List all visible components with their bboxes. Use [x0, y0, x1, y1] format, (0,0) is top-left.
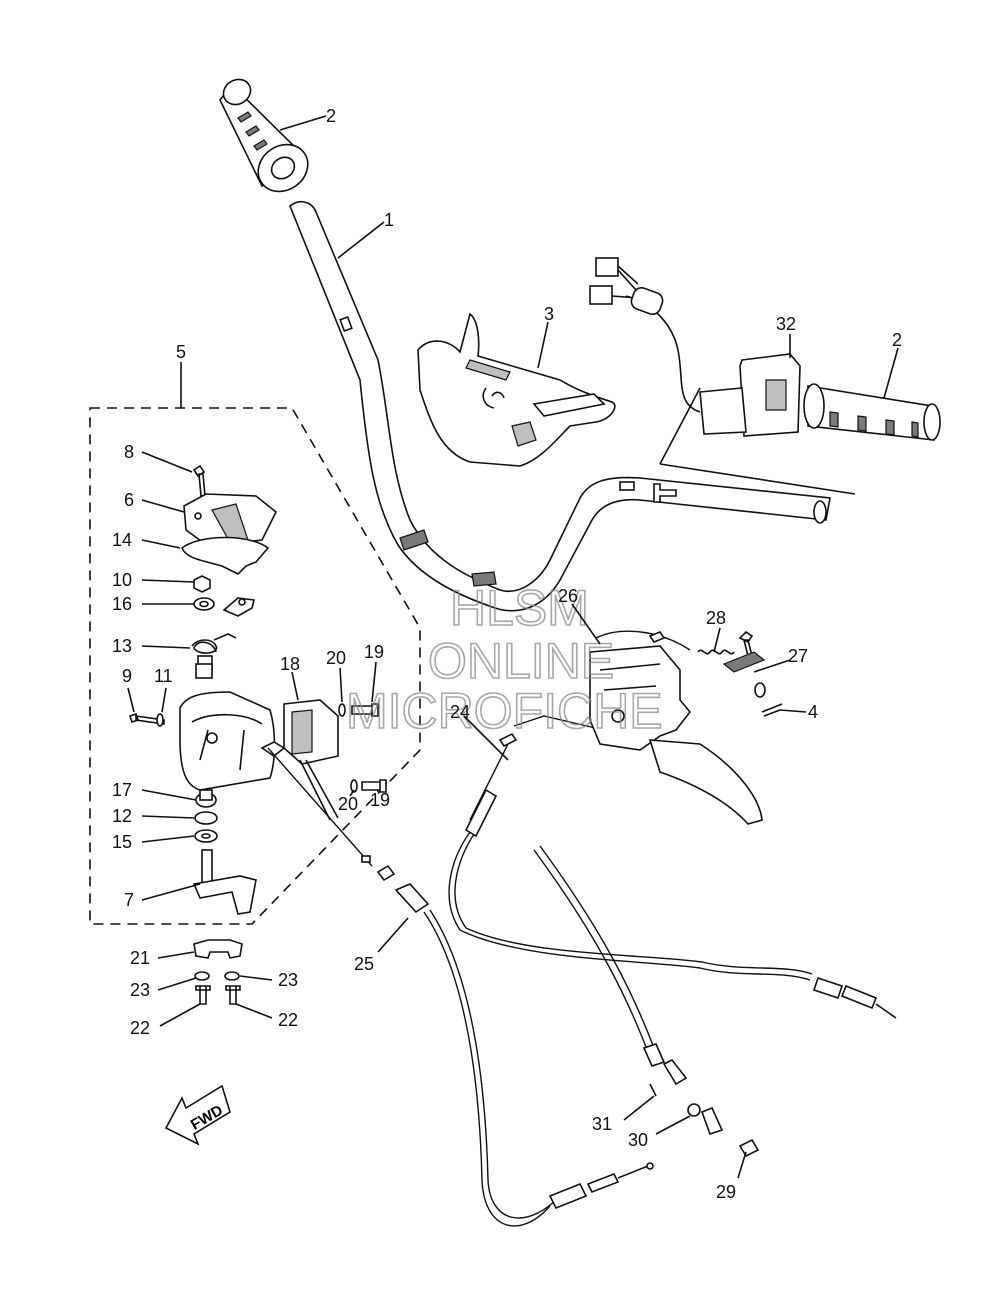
callout-21: 21 [130, 948, 150, 968]
callout-23-left: 23 [130, 980, 150, 1000]
callout-15: 15 [112, 832, 132, 852]
callout-numbers: 2 1 3 32 2 5 8 6 14 10 16 13 9 11 18 20 … [112, 106, 902, 1202]
callout-32-switch: 32 [776, 314, 796, 334]
watermark-line-3: MICROFICHE [346, 683, 663, 739]
callout-31: 31 [592, 1114, 612, 1134]
throttle-cable [267, 747, 654, 1227]
callout-19-bottom: 19 [370, 790, 390, 810]
callout-9: 9 [122, 666, 132, 686]
callout-14: 14 [112, 530, 132, 550]
callout-24: 24 [450, 702, 470, 722]
callout-2-right-grip: 2 [892, 330, 902, 350]
cover [417, 312, 616, 467]
left-grip [219, 78, 309, 193]
callout-17: 17 [112, 780, 132, 800]
assembly-boundary [89, 407, 421, 925]
callout-30: 30 [628, 1130, 648, 1150]
callout-3-cover: 3 [544, 304, 554, 324]
callout-2-left-grip: 2 [326, 106, 336, 126]
watermark-line-1: HLSM [450, 580, 589, 636]
forward-arrow-icon: FWD [164, 1084, 231, 1146]
clamp-parts [193, 939, 243, 1005]
callout-13: 13 [112, 636, 132, 656]
callout-29: 29 [716, 1182, 736, 1202]
callout-4: 4 [808, 702, 818, 722]
watermark: HLSM ONLINE MICROFICHE [345, 579, 663, 740]
callout-19-top: 19 [364, 642, 384, 662]
right-switch-and-grip [589, 257, 941, 441]
left-switch-parts [128, 464, 387, 915]
callout-10: 10 [112, 570, 132, 590]
brake-cable [448, 630, 897, 1019]
callout-16: 16 [112, 594, 132, 614]
callout-25: 25 [354, 954, 374, 974]
callout-22-left: 22 [130, 1018, 150, 1038]
callout-22-right: 22 [278, 1010, 298, 1030]
leader-lines [127, 115, 899, 1179]
handlebar [289, 200, 856, 612]
lower-cable [533, 845, 760, 1158]
callout-27: 27 [788, 646, 808, 666]
callout-18: 18 [280, 654, 300, 674]
callout-5-assembly: 5 [176, 342, 186, 362]
callout-11: 11 [154, 666, 173, 686]
callout-28: 28 [706, 608, 726, 628]
callout-20-top: 20 [326, 648, 346, 668]
callout-12: 12 [112, 806, 132, 826]
callout-20-bottom: 20 [338, 794, 358, 814]
callout-1-handlebar: 1 [384, 210, 394, 230]
callout-23-right: 23 [278, 970, 298, 990]
callout-6: 6 [124, 490, 134, 510]
callout-7: 7 [124, 890, 134, 910]
watermark-line-2: ONLINE [428, 633, 614, 689]
callout-26: 26 [558, 586, 578, 606]
callout-8: 8 [124, 442, 134, 462]
